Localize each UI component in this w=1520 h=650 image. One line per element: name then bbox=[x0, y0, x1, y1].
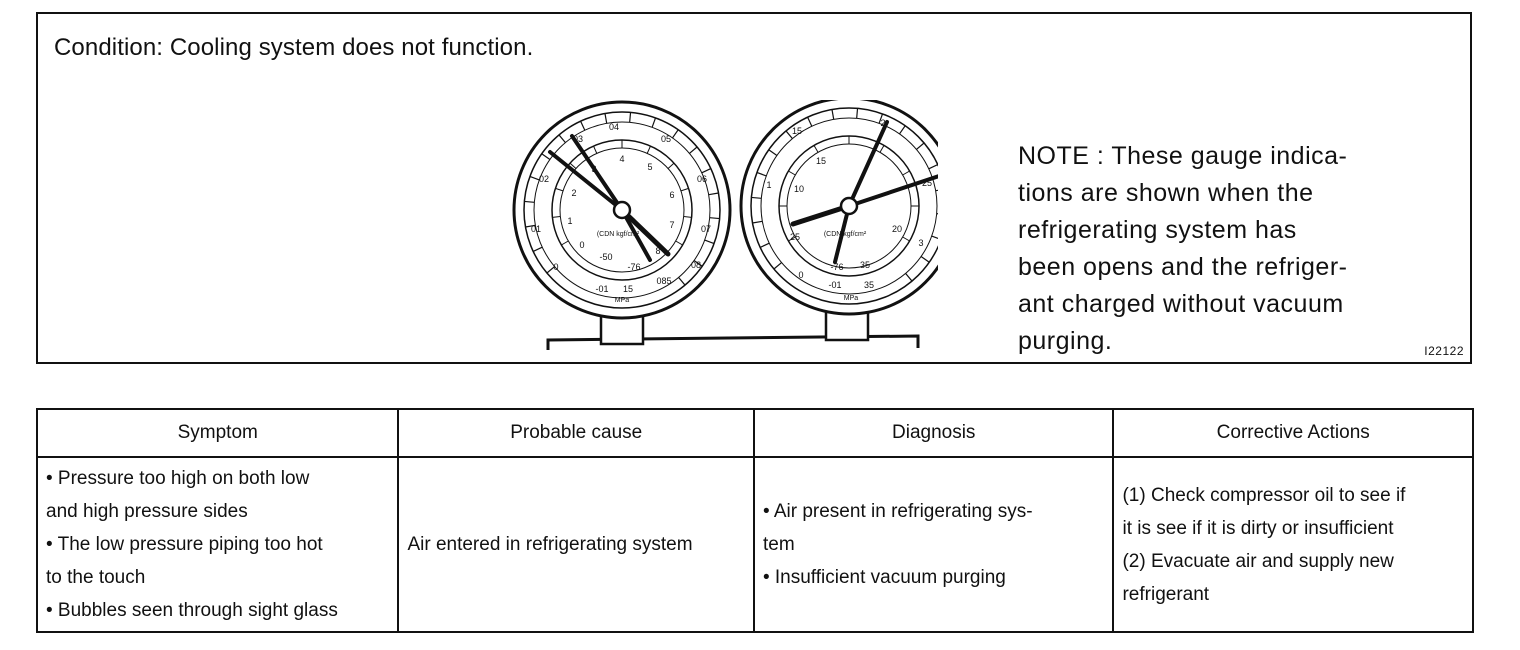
low-mpa-label: MPa bbox=[615, 297, 630, 304]
diagnosis-line: tem bbox=[762, 534, 795, 555]
low-outer-label: 08 bbox=[691, 260, 701, 270]
gauge-illustration: 03 04 05 02 06 01 07 0 08 -01 15 085 3 4… bbox=[512, 100, 938, 350]
condition-title: Condition: Cooling system does not funct… bbox=[54, 34, 534, 61]
probable-cause-cell: Air entered in refrigerating system bbox=[397, 456, 755, 633]
high-outer-label: -01 bbox=[828, 280, 841, 290]
low-inner-label: 1 bbox=[567, 216, 572, 226]
high-outer-label: 2 bbox=[880, 118, 885, 128]
low-outer-label: 085 bbox=[656, 276, 671, 286]
high-needle bbox=[847, 174, 938, 208]
high-outer-label: 35 bbox=[864, 280, 874, 290]
low-inner-label: 6 bbox=[669, 190, 674, 200]
low-outer-label: -01 bbox=[595, 284, 608, 294]
header-symptom: Symptom bbox=[35, 408, 400, 458]
high-outer-label: 3 bbox=[918, 238, 923, 248]
manifold-bar bbox=[546, 334, 920, 350]
high-outer-label: 25 bbox=[922, 178, 932, 188]
figure-code: I22122 bbox=[1424, 344, 1464, 358]
note-line: ant charged without vacuum bbox=[1018, 290, 1344, 318]
low-outer-label: 03 bbox=[573, 134, 583, 144]
high-needle-tail bbox=[833, 204, 851, 264]
high-outer-label: 15 bbox=[792, 126, 802, 136]
low-needle bbox=[570, 134, 624, 212]
condition-panel: Condition: Cooling system does not funct… bbox=[36, 12, 1472, 364]
high-outer-label: 0 bbox=[798, 270, 803, 280]
high-outer-ticks bbox=[751, 108, 938, 282]
low-inner-label: 2 bbox=[571, 188, 576, 198]
low-outer-label: 06 bbox=[697, 174, 707, 184]
note-text: NOTE : These gauge indica- tions are sho… bbox=[1018, 138, 1388, 360]
low-inner-label: 0 bbox=[579, 240, 584, 250]
low-inner-label: -76 bbox=[627, 262, 640, 272]
low-inner-label: -50 bbox=[599, 252, 612, 262]
action-line: (1) Check compressor oil to see if bbox=[1122, 484, 1406, 506]
symptom-line: • Bubbles seen through sight glass bbox=[46, 600, 338, 621]
low-needle bbox=[548, 150, 624, 212]
high-inner-label: 10 bbox=[794, 184, 804, 194]
high-needle-tail bbox=[790, 203, 852, 227]
action-line: it is see if it is dirty or insufficient bbox=[1122, 517, 1394, 539]
diagnosis-table: Symptom Probable cause Diagnosis Correct… bbox=[35, 408, 1474, 633]
symptom-line: • The low pressure piping too hot bbox=[46, 534, 323, 555]
note-line: tions are shown when the bbox=[1018, 179, 1314, 207]
action-line: refrigerant bbox=[1122, 583, 1210, 605]
high-pressure-gauge: 15 2 1 25 3 0 -01 35 15 10 25 20 -76 35 … bbox=[739, 100, 938, 316]
low-outer-label: 15 bbox=[623, 284, 633, 294]
low-outer-ticks bbox=[524, 112, 720, 286]
high-inner-label: 25 bbox=[790, 232, 800, 242]
high-needle bbox=[847, 120, 889, 208]
low-pressure-gauge: 03 04 05 02 06 01 07 0 08 -01 15 085 3 4… bbox=[512, 100, 732, 320]
high-inner-label: 35 bbox=[860, 260, 870, 270]
symptom-line: • Pressure too high on both low bbox=[46, 468, 310, 489]
action-line: (2) Evacuate air and supply new bbox=[1122, 550, 1394, 572]
low-needle-tail bbox=[619, 207, 671, 257]
header-corrective-actions: Corrective Actions bbox=[1112, 408, 1474, 458]
high-needle-hub bbox=[839, 196, 859, 216]
low-inner-label: 5 bbox=[647, 162, 652, 172]
symptom-cell: • Pressure too high on both low and high… bbox=[35, 456, 400, 633]
low-unit-label: (CDN kgf/cm² bbox=[597, 231, 640, 238]
low-outer-label: 07 bbox=[701, 224, 711, 234]
note-line: been opens and the refriger- bbox=[1018, 253, 1348, 281]
corrective-actions-cell: (1) Check compressor oil to see if it is… bbox=[1112, 456, 1474, 633]
low-inner-label: 4 bbox=[619, 154, 624, 164]
cause-text: Air entered in refrigerating system bbox=[407, 534, 693, 555]
high-outer-label: 1 bbox=[766, 180, 771, 190]
low-outer-label: 05 bbox=[661, 134, 671, 144]
low-outer-label: 0 bbox=[553, 262, 558, 272]
low-inner-ticks bbox=[552, 140, 692, 246]
low-needle-hub bbox=[612, 200, 632, 220]
diagnosis-line: • Insufficient vacuum purging bbox=[762, 567, 1006, 588]
high-inner-ticks bbox=[779, 136, 919, 242]
diagnosis-line: • Air present in refrigerating sys- bbox=[762, 501, 1033, 522]
symptom-line: and high pressure sides bbox=[46, 501, 248, 522]
low-outer-label: 04 bbox=[609, 122, 619, 132]
high-unit-label: (CDN kgf/cm² bbox=[824, 231, 867, 238]
note-line: NOTE : These gauge indica- bbox=[1018, 142, 1348, 170]
high-inner-label: 15 bbox=[816, 156, 826, 166]
high-inner-label: -76 bbox=[830, 262, 843, 272]
header-diagnosis: Diagnosis bbox=[752, 408, 1115, 458]
low-needle-tail bbox=[620, 208, 652, 262]
table-row: • Pressure too high on both low and high… bbox=[35, 456, 1474, 633]
table-header-row: Symptom Probable cause Diagnosis Correct… bbox=[35, 408, 1474, 458]
symptom-line: to the touch bbox=[46, 567, 146, 588]
header-probable-cause: Probable cause bbox=[397, 408, 755, 458]
note-line: refrigerating system has bbox=[1018, 216, 1297, 244]
low-outer-label: 02 bbox=[539, 174, 549, 184]
note-line: purging. bbox=[1018, 327, 1113, 355]
diagnosis-cell: • Air present in refrigerating sys- tem … bbox=[752, 456, 1115, 633]
low-outer-label: 01 bbox=[531, 224, 541, 234]
low-inner-label: 8 bbox=[655, 246, 660, 256]
high-mpa-label: MPa bbox=[844, 295, 859, 302]
low-inner-label: 7 bbox=[669, 220, 674, 230]
high-inner-label: 20 bbox=[892, 224, 902, 234]
